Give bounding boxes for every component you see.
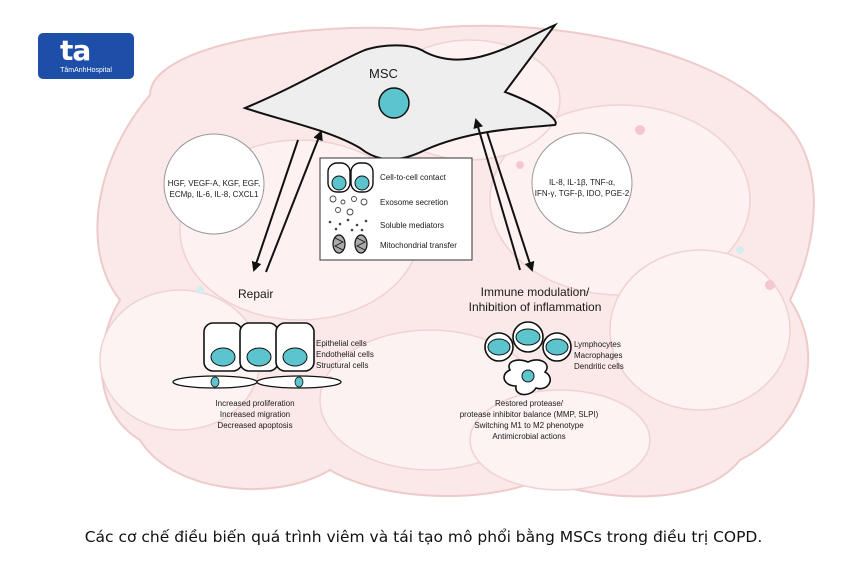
- immune-effect: protease inhibitor balance (MMP, SLPI): [459, 410, 599, 419]
- repair-title: Repair: [238, 287, 274, 301]
- left-mediators-bubble: [163, 133, 265, 235]
- left-bubble-line: ECMp, IL-6, IL-8, CXCL1: [169, 190, 259, 199]
- mechanism-mito-label: Mitochondrial transfer: [380, 241, 457, 250]
- immune-cell-type: Dendritic cells: [574, 362, 624, 371]
- mechanism-contact-label: Cell-to-cell contact: [380, 173, 446, 182]
- immune-effect: Restored protease/: [494, 399, 564, 408]
- arrow-repair-to-msc: [265, 130, 323, 273]
- repair-effect: Decreased apoptosis: [217, 421, 293, 430]
- immune-cell-types: Lymphocytes Macrophages Dendritic cells: [574, 339, 624, 372]
- immune-title-line: Inhibition of inflammation: [468, 300, 602, 314]
- right-bubble-text: IL-8, IL-1β, TNF-α, IFN-γ, TGF-β, IDO, P…: [532, 177, 632, 199]
- exosome-symbol: [329, 195, 368, 216]
- immune-cells: [484, 321, 572, 396]
- immune-cell-type: Lymphocytes: [574, 340, 621, 349]
- repair-effect: Increased migration: [219, 410, 291, 419]
- arrow-immune-to-msc: [473, 118, 521, 271]
- immune-title: Immune modulation/ Inhibition of inflamm…: [450, 285, 620, 315]
- right-mediators-bubble: [531, 132, 633, 234]
- immune-title-line: Immune modulation/: [480, 285, 590, 299]
- right-bubble-line: IFN-γ, TGF-β, IDO, PGE-2: [534, 189, 630, 198]
- repair-cells: [172, 322, 342, 389]
- hospital-logo: ta TâmAnhHospital: [38, 33, 134, 79]
- figure-caption: Các cơ chế điều biến quá trình viêm và t…: [84, 528, 763, 546]
- arrow-msc-to-repair: [251, 139, 299, 272]
- arrows: [251, 118, 535, 273]
- cell-contact-symbol: [327, 162, 374, 193]
- msc-nucleus: [378, 87, 410, 119]
- left-bubble-text: HGF, VEGF-A, KGF, EGF, ECMp, IL-6, IL-8,…: [164, 178, 264, 200]
- immune-effects: Restored protease/ protease inhibitor ba…: [438, 398, 620, 442]
- mitochondria-symbol: [332, 234, 368, 254]
- immune-effect: Antimicrobial actions: [492, 432, 566, 441]
- msc-label: MSC: [369, 66, 398, 81]
- immune-cell-type: Macrophages: [574, 351, 623, 360]
- right-bubble-line: IL-8, IL-1β, TNF-α,: [548, 178, 616, 187]
- soluble-mediators-symbol: [328, 218, 368, 232]
- logo-name: TâmAnhHospital: [60, 67, 112, 74]
- immune-effect: Switching M1 to M2 phenotype: [474, 421, 584, 430]
- left-bubble-line: HGF, VEGF-A, KGF, EGF,: [167, 179, 261, 188]
- arrow-msc-to-immune: [486, 131, 535, 272]
- logo-mark: ta: [60, 34, 91, 67]
- mechanism-soluble-label: Soluble mediators: [380, 221, 445, 230]
- repair-cell-type: Endothelial cells: [316, 350, 374, 359]
- mechanism-exosome-label: Exosome secretion: [380, 198, 449, 207]
- repair-cell-type: Structural cells: [316, 361, 369, 370]
- repair-cell-type: Epithelial cells: [316, 339, 367, 348]
- repair-cell-types: Epithelial cells Endothelial cells Struc…: [316, 338, 374, 371]
- repair-effect: Increased proliferation: [215, 399, 295, 408]
- repair-effects: Increased proliferation Increased migrat…: [190, 398, 320, 431]
